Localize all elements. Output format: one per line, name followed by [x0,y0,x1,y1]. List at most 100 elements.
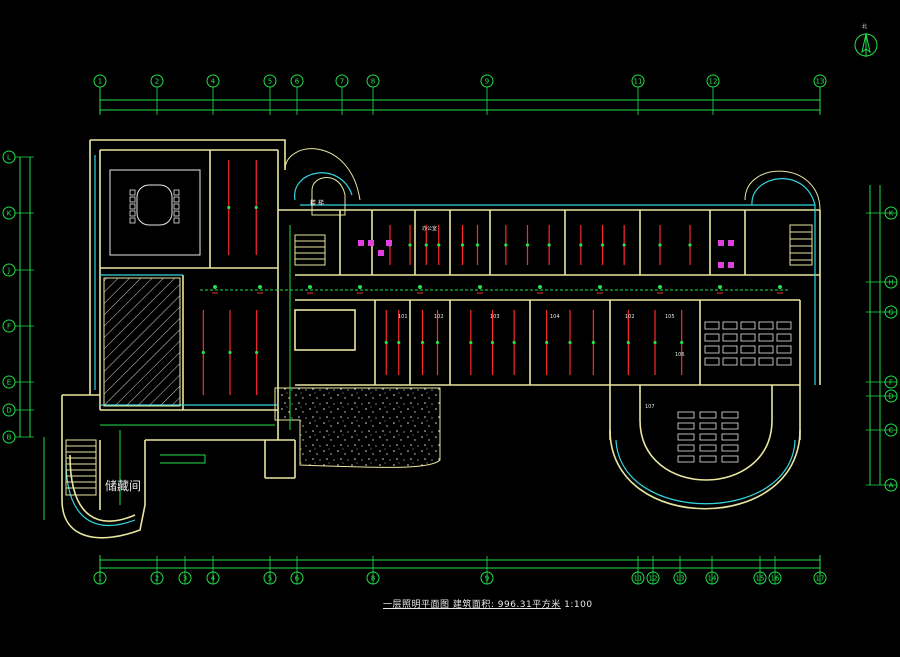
stair-tower-right [744,170,821,266]
caption-title: 一层照明平面图 建筑面积: 996.31平方米 [383,600,561,610]
grid-axis-bubble [768,571,782,585]
grid-axis-bubble [2,319,16,333]
room-label-105: 105 [665,314,675,320]
grid-axis-label: 9 [485,575,489,583]
grid-axis-bubble [480,74,494,88]
ceiling-light [213,285,217,289]
room-label-107: 107 [645,404,655,410]
grid-axis-label: 11 [634,78,643,86]
lighting-fixtures [201,160,783,395]
grid-axis-label: 5 [268,78,272,86]
grid-axis-bubble [884,389,898,403]
ceiling-light [718,285,722,289]
grid-axis-bubble [206,74,220,88]
grid-axis-label: F [7,323,11,331]
grid-axis-bubble [2,403,16,417]
restroom-fixtures [358,240,734,268]
ceiling-light [778,285,782,289]
north-arrow-icon: 北 [854,23,878,57]
grid-axis-bubble [366,571,380,585]
grid-axis-label: 4 [211,575,216,583]
ceiling-light [258,285,262,289]
grid-axis-label: 13 [816,78,825,86]
grid-axis-bubble [631,571,645,585]
drawing-caption: 一层照明平面图 建筑面积: 996.31平方米 1:100 [383,597,593,610]
ceiling-light [658,285,662,289]
grid-axis-bubble [335,74,349,88]
grid-axis-label: 11 [634,575,643,583]
grid-axis-label: 1 [98,78,102,86]
grid-axis-bubble [673,571,687,585]
grid-axis-label: A [889,482,894,490]
grid-axis-label: E [7,379,11,387]
grid-axis-label: 6 [295,78,300,86]
grid-axis-bubble [646,571,660,585]
grid-axis-label: 9 [485,78,489,86]
grid-axis-bubble [705,571,719,585]
classroom-desks-106 [704,321,792,366]
grid-axis-bubble [150,571,164,585]
grid-axis-bubble [178,571,192,585]
grid-axis-label: F [889,379,893,387]
grid-axis-bubble [884,275,898,289]
ceiling-light [478,285,482,289]
exterior-faces [65,155,816,526]
grid-axis-bubble [2,375,16,389]
grid-axis-bubble [884,375,898,389]
grid-axis-label: J [7,267,10,275]
grid-axis-label: 13 [676,575,685,583]
grid-axis-label: 2 [155,575,159,583]
grid-axis-label: 17 [816,575,825,583]
grid-axis-label: 7 [340,78,344,86]
stair-tower-left [284,148,361,266]
grid-axis-label: 12 [649,575,658,583]
stair-lower-left [65,439,97,496]
grid-axis-bubble [263,571,277,585]
grid-axis-label: 3 [183,575,187,583]
grid-axis-bubble [290,571,304,585]
room-label-104: 104 [550,314,560,320]
grid-axis-bubble [631,74,645,88]
grid-axis-bubble [2,263,16,277]
grid-axis-label: 15 [756,575,765,583]
grid-axis-label: 1 [98,575,102,583]
grid-axis-label: L [7,154,11,162]
svg-text:北: 北 [862,23,867,30]
left-dimension-lines [19,157,45,520]
room-label-storage: 储藏间 [105,478,141,493]
grid-axis-bubble [93,74,107,88]
grid-axis-label: K [889,210,894,218]
room-label-101: 101 [398,314,408,320]
caption-scale: 1:100 [564,600,593,610]
conference-table [109,169,201,256]
gravel-courtyard [274,387,441,468]
room-label-office: 办公室 [422,225,437,232]
grid-axis-label: 6 [295,575,300,583]
grid-axis-label: H [888,279,893,287]
grid-axis-bubble [290,74,304,88]
room-label-102b: 102 [625,314,635,320]
room-label-102: 102 [434,314,444,320]
grid-axis-bubble [813,571,827,585]
grid-axis-bubble [150,74,164,88]
ceiling-light [358,285,362,289]
grid-axis-label: 8 [371,78,375,86]
grid-axis-bubble [884,206,898,220]
grid-axis-bubble [206,571,220,585]
ceiling-light [538,285,542,289]
grid-axis-bubble [706,74,720,88]
grid-axis-label: B [7,434,12,442]
grid-axis-label: 16 [771,575,780,583]
grid-axis-label: D [6,407,11,415]
grid-axis-label: 12 [709,78,718,86]
grid-axis-bubble [93,571,107,585]
grid-axis-bubble [2,430,16,444]
grid-axis-bubble [813,74,827,88]
grid-axis-bubble [366,74,380,88]
grid-axis-label: 2 [155,78,159,86]
grid-axis-bubble [2,206,16,220]
